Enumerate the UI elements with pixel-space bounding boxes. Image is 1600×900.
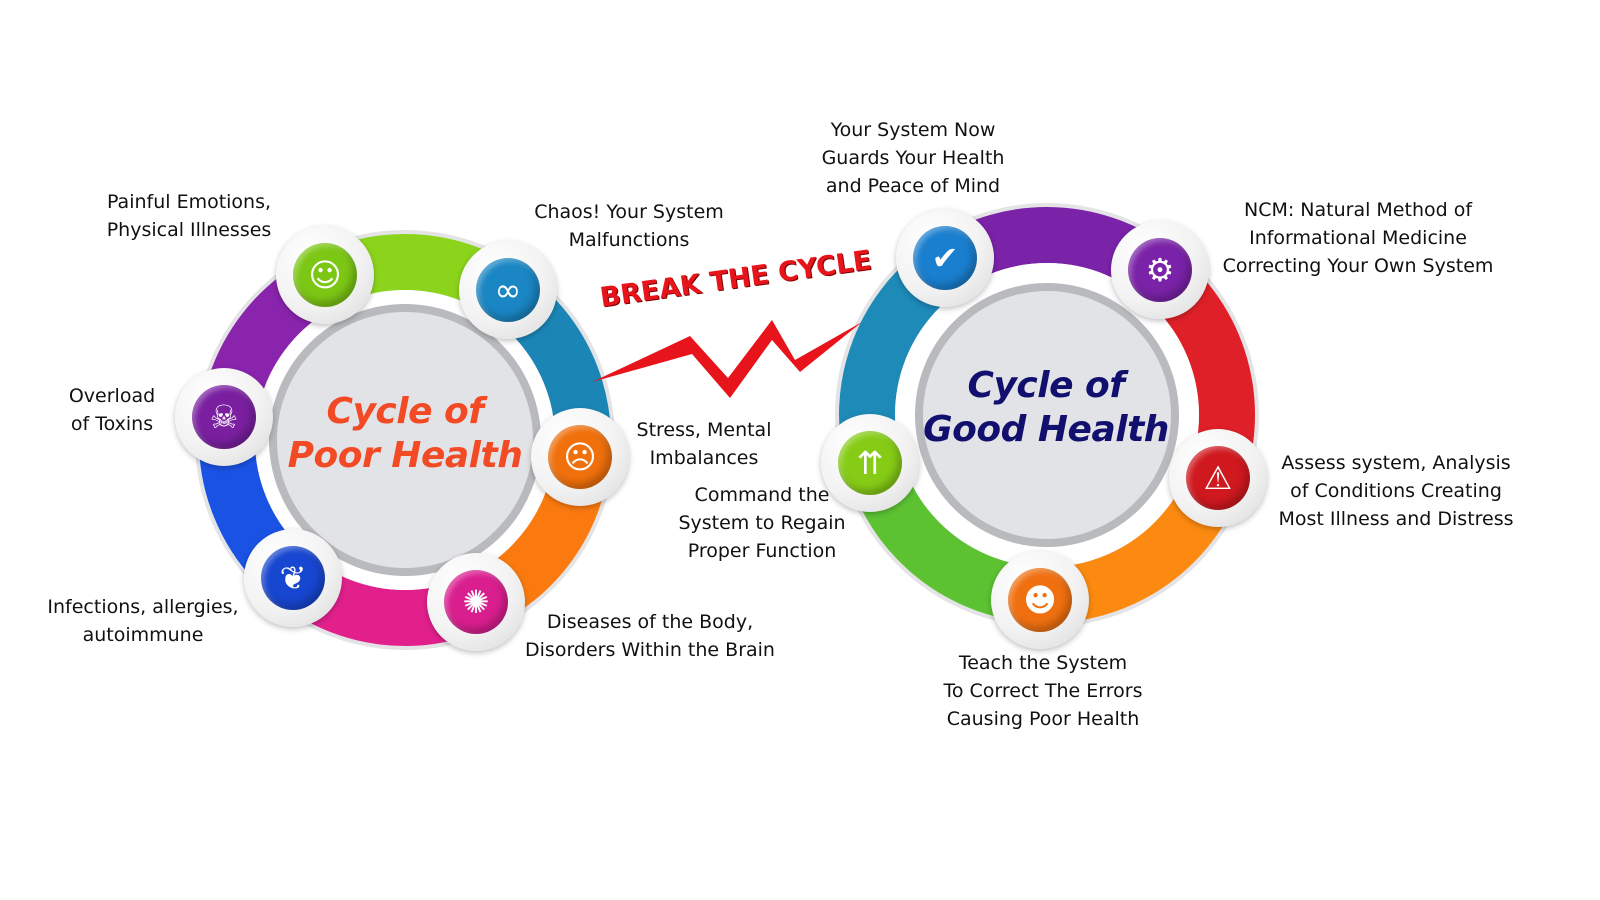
label-line: Guards Your Health <box>821 147 1005 169</box>
label-line: Diseases of the Body, <box>546 611 754 633</box>
tangled-thoughts-icon: ∞ <box>476 258 540 322</box>
center-disc <box>915 283 1179 547</box>
poor-node-label: Diseases of the Body, Disorders Within th… <box>525 608 775 664</box>
label-line: Malfunctions <box>568 229 690 251</box>
lightning-bolt <box>592 320 862 398</box>
skull-crossbones-icon: ☠ <box>192 385 256 449</box>
label-line: Disorders Within the Brain <box>525 639 775 661</box>
label-line: of Toxins <box>70 413 154 435</box>
head-arrows-icon: ⇈ <box>838 431 902 495</box>
label-line: Command the <box>694 484 830 506</box>
head-emotions-icon: ☺ <box>293 243 357 307</box>
lungs-icon: ❦ <box>261 546 325 610</box>
label-line: Stress, Mental <box>636 419 772 441</box>
label-line: autoimmune <box>82 624 204 646</box>
label-line: Teach the System <box>958 652 1128 674</box>
poor-node-label: Overload of Toxins <box>69 382 155 438</box>
poor-node: ☹ <box>531 408 629 506</box>
label-line: Most Illness and Distress <box>1278 508 1514 530</box>
shield-check-icon: ✔ <box>913 226 977 290</box>
label-line: Imbalances <box>649 447 759 469</box>
poor-node: ☺ <box>276 226 374 324</box>
stressed-brain-icon: ☹ <box>548 425 612 489</box>
label-line: Overload <box>68 385 156 407</box>
label-line: Causing Poor Health <box>946 708 1140 730</box>
good-node-label: Assess system, Analysis of Conditions Cre… <box>1278 449 1513 533</box>
label-line: System to Regain <box>678 512 846 534</box>
label-line: Your System Now <box>830 119 996 141</box>
poor-node: ❦ <box>244 529 342 627</box>
good-node-label: NCM: Natural Method of Informational Medi… <box>1223 196 1494 280</box>
poor-node-label: Infections, allergies, autoimmune <box>47 593 238 649</box>
poor-node: ✺ <box>427 553 525 651</box>
title-line: Good Health <box>923 409 1169 450</box>
good-node: ☻ <box>991 551 1089 649</box>
label-line: Proper Function <box>687 540 837 562</box>
label-line: Physical Illnesses <box>106 219 272 241</box>
title-line: Cycle of <box>967 365 1125 406</box>
label-line: and Peace of Mind <box>825 175 1001 197</box>
label-line: NCM: Natural Method of <box>1243 199 1473 221</box>
monitor-gear-icon: ⚙ <box>1128 238 1192 302</box>
title-line: Cycle of <box>326 391 484 432</box>
good-health-title: Cycle of Good Health <box>923 364 1169 452</box>
title-line: Poor Health <box>287 435 523 476</box>
virus-icon: ✺ <box>444 570 508 634</box>
label-line: Painful Emotions, <box>106 191 272 213</box>
label-line: Infections, allergies, <box>47 596 239 618</box>
label-line: Informational Medicine <box>1249 227 1467 249</box>
label-line: Chaos! Your System <box>534 201 724 223</box>
poor-health-title: Cycle of Poor Health <box>288 390 523 478</box>
warning-icon: ⚠ <box>1186 446 1250 510</box>
label-line: of Conditions Creating <box>1290 480 1502 502</box>
label-line: Assess system, Analysis <box>1281 452 1511 474</box>
label-line: To Correct The Errors <box>943 680 1143 702</box>
user-gear-icon: ☻ <box>1008 568 1072 632</box>
label-line: Correcting Your Own System <box>1222 255 1494 277</box>
good-node: ⚠ <box>1169 429 1267 527</box>
good-node: ✔ <box>896 209 994 307</box>
poor-node-label: Painful Emotions, Physical Illnesses <box>107 188 272 244</box>
good-node: ⚙ <box>1111 221 1209 319</box>
good-node: ⇈ <box>821 414 919 512</box>
poor-node: ☠ <box>175 368 273 466</box>
poor-node: ∞ <box>459 241 557 339</box>
